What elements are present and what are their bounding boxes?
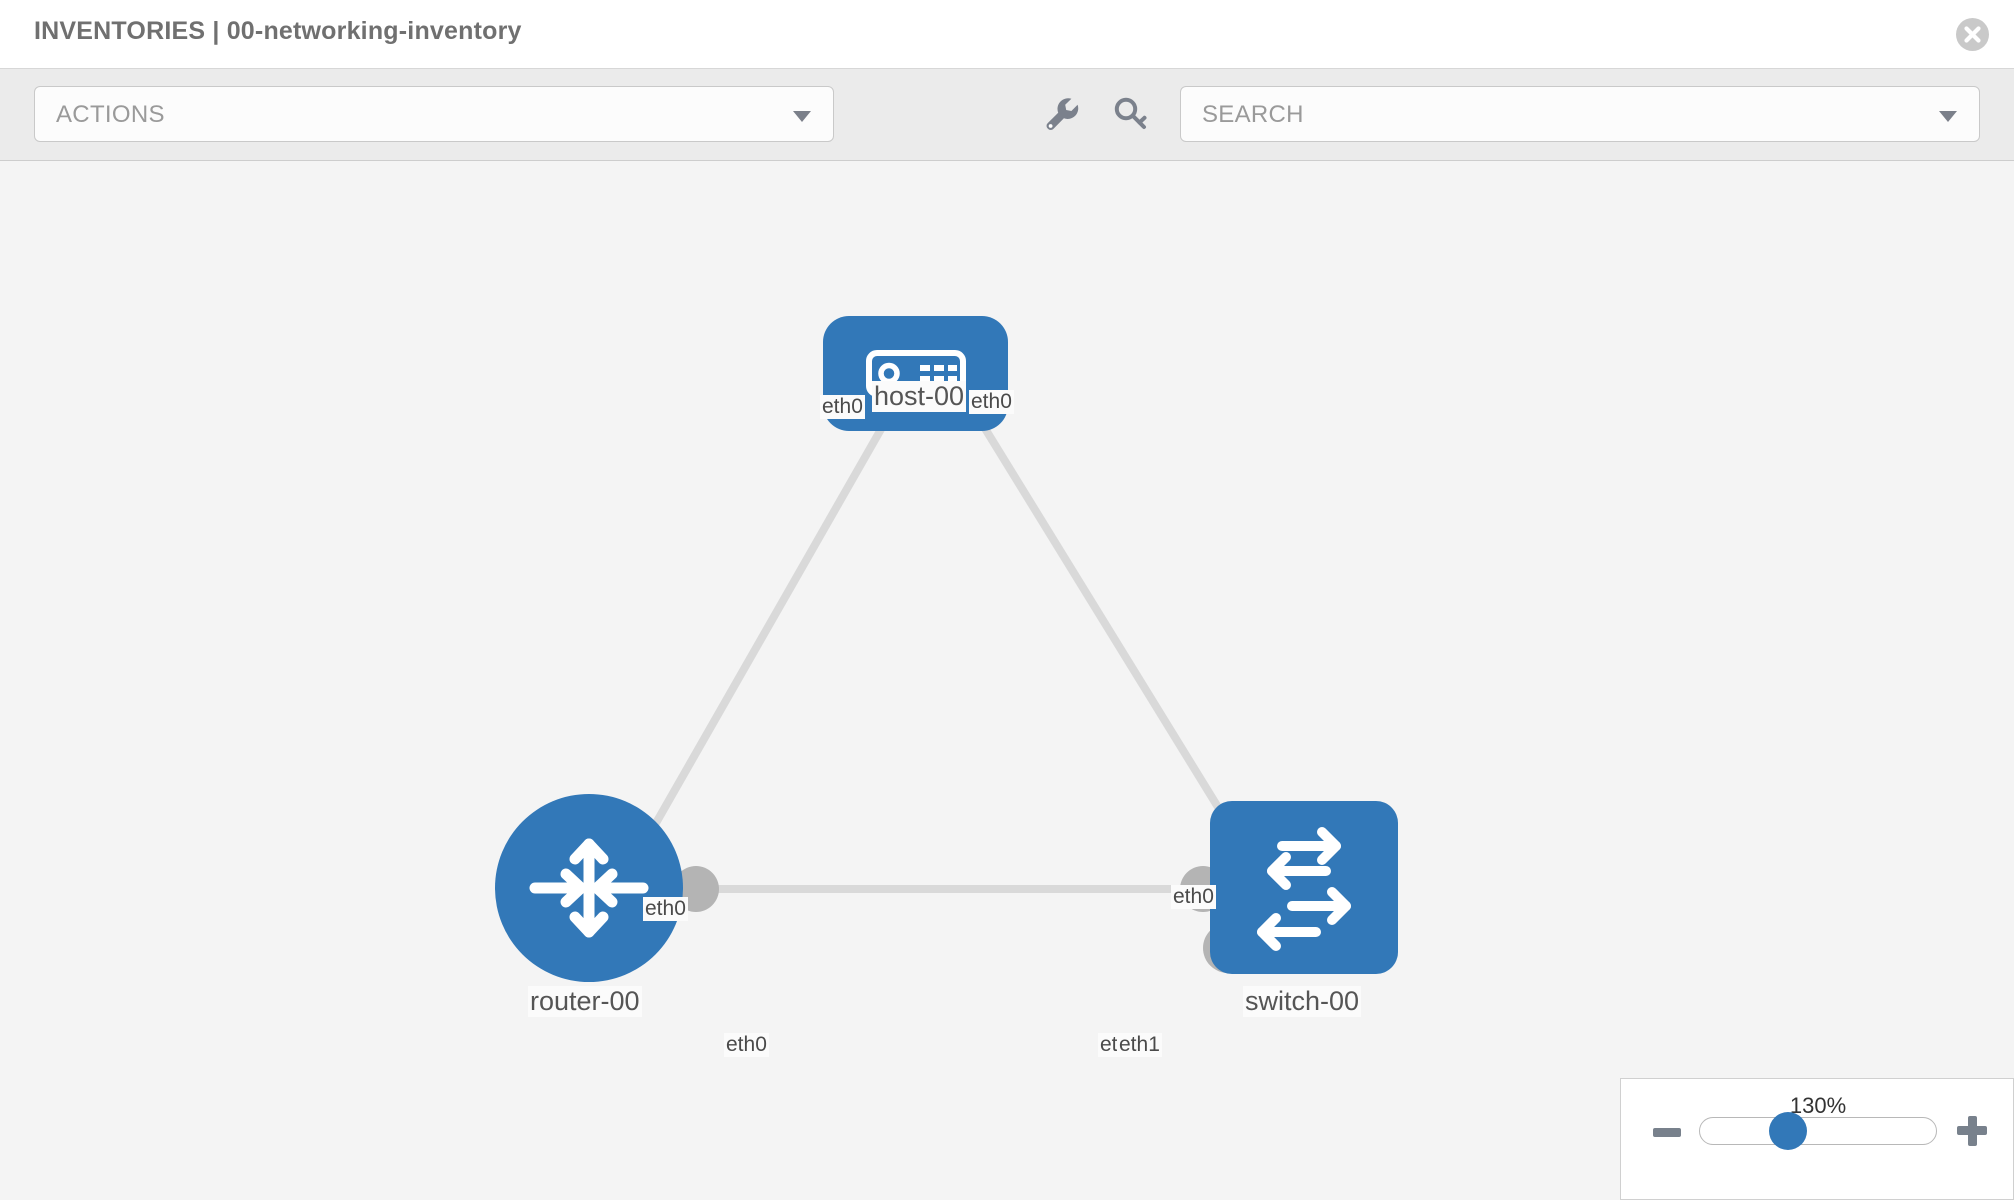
router-node-shape[interactable]	[495, 794, 683, 982]
zoom-out-button[interactable]	[1653, 1128, 1681, 1137]
router-arrows-icon	[529, 838, 649, 938]
if-label-router-up: eth0	[643, 897, 688, 922]
actions-dropdown[interactable]: ACTIONS	[34, 86, 834, 142]
zoom-control-panel: 130%	[1620, 1078, 2014, 1200]
topology-canvas[interactable]: host-00 eth0 eth0	[0, 161, 2014, 1200]
node-switch-00[interactable]	[1210, 801, 1398, 974]
topology-links	[636, 393, 1249, 893]
actions-dropdown-label: ACTIONS	[56, 101, 165, 128]
search-chevron-down-icon[interactable]	[1939, 111, 1957, 122]
zoom-slider-track[interactable]	[1699, 1117, 1937, 1145]
switch-arrows-icon	[1257, 827, 1351, 951]
if-label-router-right: eth0	[724, 1033, 769, 1058]
zoom-in-button[interactable]	[1957, 1116, 1987, 1146]
close-icon[interactable]	[1956, 18, 1989, 51]
search-placeholder: SEARCH	[1202, 101, 1304, 128]
node-router-00[interactable]	[495, 794, 683, 982]
link-host-switch[interactable]	[961, 393, 1249, 854]
zoom-slider-thumb[interactable]	[1769, 1112, 1807, 1150]
page-header: INVENTORIES | 00-networking-inventory	[0, 0, 2014, 69]
if-label-switch-left-front: eth1	[1117, 1033, 1162, 1058]
key-icon[interactable]	[1110, 93, 1152, 135]
wrench-icon[interactable]	[1041, 93, 1083, 135]
link-router-host[interactable]	[636, 394, 904, 853]
search-input[interactable]: SEARCH	[1180, 86, 1980, 142]
page-title: INVENTORIES | 00-networking-inventory	[34, 17, 522, 45]
chevron-down-icon	[793, 111, 811, 122]
if-label-host-right: eth0	[969, 390, 1014, 415]
node-label-router-00: router-00	[528, 986, 642, 1018]
zoom-level-value: 130%	[1789, 1093, 1847, 1118]
node-label-host-00: host-00	[872, 381, 967, 413]
switch-node-shape[interactable]	[1210, 801, 1398, 974]
node-label-switch-00: switch-00	[1243, 986, 1362, 1018]
toolbar: ACTIONS SEARCH	[0, 69, 2014, 161]
if-label-host-left: eth0	[820, 395, 865, 420]
if-label-switch-up: eth0	[1171, 885, 1216, 910]
